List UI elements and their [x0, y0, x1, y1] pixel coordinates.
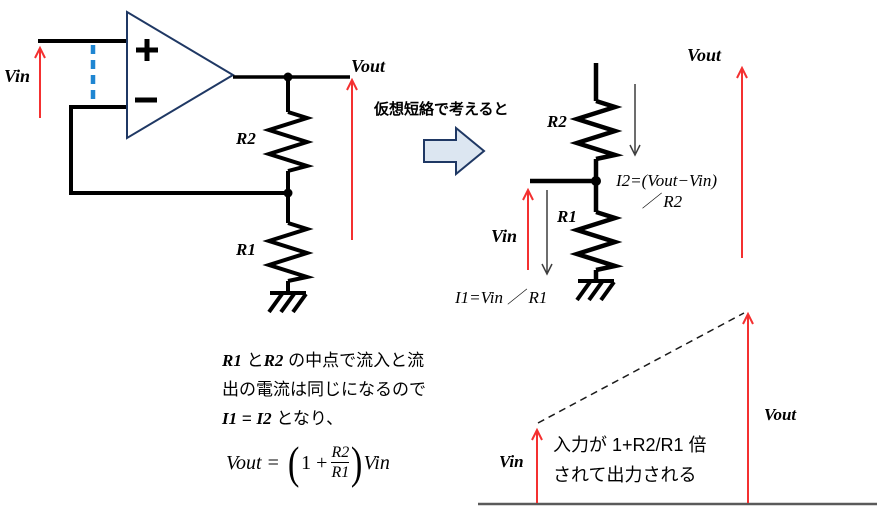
explanation-line1: R1 とR2 の中点で流入と流: [222, 351, 425, 370]
resistor-r1-zigzag: [262, 221, 315, 283]
formula-close-paren: ): [351, 437, 363, 488]
right-r1-label: R1: [557, 207, 577, 226]
right-simplified-circuit: [522, 63, 748, 302]
i2-equation: I2=(Vout−Vin) ／ R2: [616, 170, 717, 212]
gain-graph: [478, 311, 877, 506]
virtual-short-caption: 仮想短絡で考えると: [374, 101, 509, 118]
i2-equation-line2: ／ R2: [642, 192, 683, 211]
vin-arrowhead: [34, 45, 46, 59]
block-arrow-icon: [423, 125, 486, 177]
i1-current-arrowhead: [541, 263, 553, 276]
i1-equation: I1=Vin ／ R1: [455, 288, 548, 307]
ground-icon: [575, 279, 616, 302]
formula-equals: =: [267, 451, 279, 474]
graph-caption-line1: 入力が 1+R2/R1 倍: [553, 435, 707, 455]
formula-lhs: Vout: [226, 451, 262, 474]
graph-vout-label: Vout: [764, 405, 797, 424]
vout-arrowhead: [736, 65, 748, 79]
vin-arrowhead: [522, 187, 534, 201]
explanation-line2: 出の電流は同じになるので: [222, 380, 426, 399]
opamp-triangle: [126, 10, 235, 140]
formula-open-paren: (: [287, 437, 300, 488]
resistor-r1-zigzag: [569, 209, 624, 273]
right-r2-label: R2: [547, 112, 567, 131]
graph-vin-label: Vin: [499, 452, 524, 471]
right-vout-label: Vout: [687, 45, 722, 65]
formula-one-plus: 1 +: [301, 451, 328, 474]
left-r1-label: R1: [236, 240, 256, 259]
ground-icon: [267, 291, 308, 314]
graph-caption: 入力が 1+R2/R1 倍 されて出力される: [553, 430, 707, 490]
resistor-r2-zigzag: [569, 98, 624, 162]
left-vout-label: Vout: [351, 56, 386, 76]
graph-vout-arrowhead: [742, 311, 754, 325]
graph-caption-line2: されて出力される: [553, 465, 697, 485]
graph-vin-arrowhead: [531, 427, 543, 441]
left-r2-label: R2: [236, 129, 256, 148]
resistor-r2-zigzag: [262, 110, 315, 173]
left-vin-label: Vin: [4, 66, 31, 86]
i2-current-arrowhead: [629, 144, 641, 157]
explanation-text: R1 とR2 の中点で流入と流 出の電流は同じになるので I1 = I2 となり…: [222, 346, 426, 433]
left-opamp-circuit: [34, 10, 358, 314]
formula-rhs: Vin: [363, 451, 390, 474]
explanation-line3: I1 = I2 となり、: [222, 409, 344, 428]
vout-arrowhead: [346, 77, 358, 91]
right-vin-label: Vin: [491, 226, 518, 246]
i2-equation-line1: I2=(Vout−Vin): [616, 171, 717, 190]
gain-dashed-line: [537, 312, 745, 424]
